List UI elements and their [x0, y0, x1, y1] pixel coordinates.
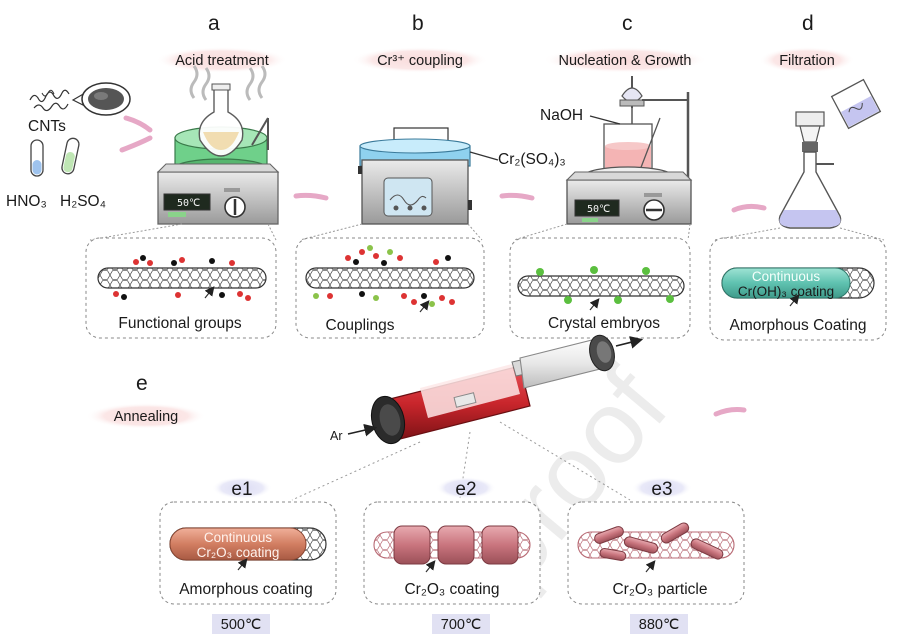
sub-label-e2: e2: [455, 479, 476, 500]
process-arrow-icon: [119, 135, 153, 153]
sub-pill-e1: [212, 477, 272, 499]
magnifier-bubble-icon: [71, 82, 131, 116]
caption-couplings: Couplings: [326, 317, 395, 334]
process-arrow-icon: [731, 203, 767, 213]
process-arrow-icon: [293, 192, 329, 201]
zoom-box-b: [295, 223, 485, 339]
water-bath-icon: [358, 127, 499, 225]
step-letter-a: a: [208, 12, 220, 35]
stage-label-acid-treatment: Acid treatment: [175, 53, 269, 69]
reagent-hno3: HNO₃: [6, 193, 47, 210]
zoom-box-a: [85, 223, 277, 339]
hot-plate-display-c: 50℃: [587, 204, 610, 215]
step-letter-e: e: [136, 372, 148, 395]
zoom-box-e2: [363, 501, 541, 605]
caption-functional-groups: Functional groups: [118, 315, 241, 332]
step-letter-c: c: [622, 12, 633, 35]
test-tube-hno3-icon: [30, 139, 44, 177]
stage-label-cr-coupling: Cr³⁺ coupling: [377, 53, 463, 69]
caption-e1: Amorphous coating: [179, 581, 313, 598]
process-arrow-icon: [499, 192, 535, 201]
reagent-cnts: CNTs: [28, 118, 66, 135]
connector-e1: [291, 441, 421, 501]
coupling-markers: [313, 245, 455, 307]
hot-plate-icon: [156, 65, 280, 225]
crystal-embryo-markers: [536, 266, 674, 304]
temp-tag-e2: [432, 614, 490, 634]
stage-pill-b: [352, 47, 488, 73]
stage-pill-c: [543, 47, 707, 73]
step-letter-d: d: [802, 12, 814, 35]
step-letter-b: b: [412, 12, 424, 35]
reagent-naoh: NaOH: [540, 107, 583, 124]
stage-label-annealing: Annealing: [114, 409, 179, 425]
cnt-bundle-icon: [29, 89, 70, 112]
sub-label-e3: e3: [651, 479, 672, 500]
temp-label-e1: 500℃: [221, 617, 261, 633]
burette-icon: [565, 76, 693, 225]
caption-e3: Cr₂O₃ particle: [612, 581, 707, 598]
stage-pill-d: [759, 47, 855, 73]
coating-label-e1-line2: Cr₂O₃ coating: [197, 545, 280, 560]
zoom-box-e1: [159, 501, 337, 605]
connector-e3: [499, 421, 631, 501]
functional-group-markers: [113, 255, 251, 301]
stage-label-filtration: Filtration: [779, 53, 835, 69]
caption-e2: Cr₂O₃ coating: [404, 581, 499, 598]
sub-label-e1: e1: [231, 479, 252, 500]
reagent-cr2so43: Cr₂(SO₄)₃: [498, 151, 566, 168]
zoom-box-d: [709, 227, 887, 341]
coating-label-e1-line1: Continuous: [204, 530, 273, 545]
process-arrow-icon: [123, 115, 153, 133]
caption-amorphous-coating-d: Amorphous Coating: [730, 317, 867, 334]
stage-pill-e: [86, 403, 206, 429]
stage-label-nucleation: Nucleation & Growth: [559, 53, 692, 69]
temp-label-e3: 880℃: [639, 617, 679, 633]
filter-flask-icon: [778, 78, 882, 229]
temp-label-e2: 700℃: [441, 617, 481, 633]
temp-tag-e1: [212, 614, 270, 634]
hot-plate-display-a: 50℃: [177, 198, 200, 209]
sub-pill-e2: [436, 477, 496, 499]
coating-label-d-line1: Continuous: [752, 269, 821, 284]
stage-pill-a: [156, 47, 288, 73]
test-tube-h2so4-icon: [61, 137, 80, 175]
temp-tag-e3: [630, 614, 688, 634]
caption-crystal-embryos: Crystal embryos: [548, 315, 660, 332]
reagent-h2so4: H₂SO₄: [60, 193, 106, 210]
tube-furnace-icon: [347, 334, 644, 445]
sub-pill-e3: [632, 477, 692, 499]
gas-label-ar: Ar: [330, 429, 343, 443]
zoom-box-e3: [567, 501, 745, 605]
process-arrow-icon: [713, 407, 747, 417]
coating-label-d-line2: Cr(OH)₃ coating: [738, 284, 834, 299]
